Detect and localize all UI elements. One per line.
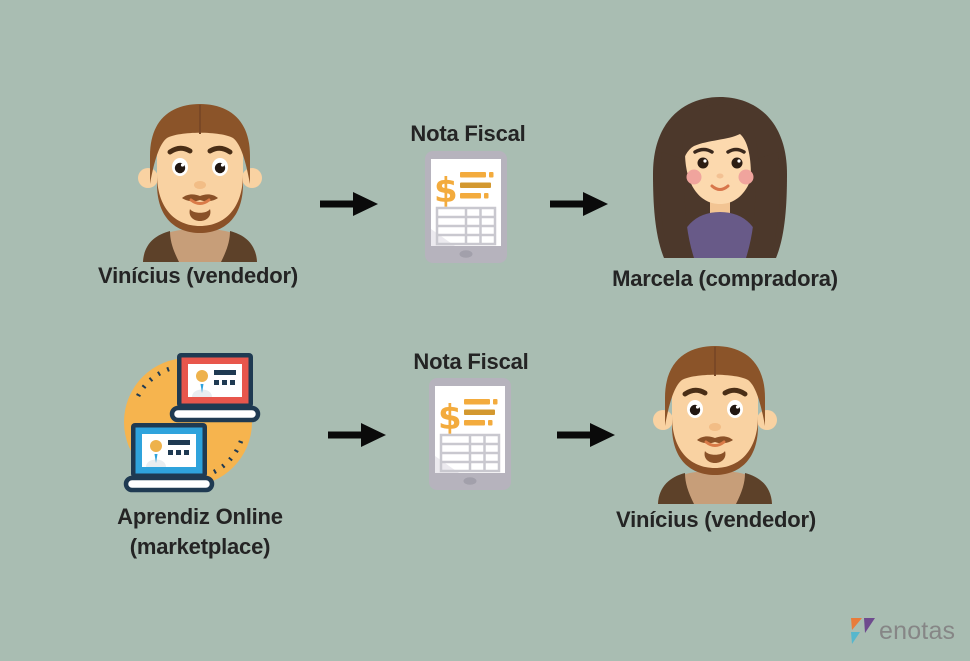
arrow-right-icon (550, 192, 608, 216)
arrow-right-icon (328, 423, 386, 447)
svg-text:$: $ (438, 398, 462, 438)
seller-label: Vinícius (vendedor) (616, 507, 816, 532)
seller-label: Vinícius (vendedor) (98, 263, 298, 288)
enotas-logo-text: enotas (879, 617, 956, 645)
marketplace-label: Aprendiz Online (marketplace) (58, 502, 342, 562)
invoice-title: Nota Fiscal (413, 349, 529, 374)
enotas-logo-icon (851, 617, 875, 644)
buyer-label: Marcela (compradora) (612, 266, 838, 291)
man-avatar-icon (138, 104, 262, 262)
enotas-logo: enotas (851, 617, 955, 645)
invoice-tablet-icon: $ (429, 378, 511, 490)
invoice-tablet-icon: $ (425, 151, 507, 263)
arrow-right-icon (320, 192, 378, 216)
marketplace-label-line1: Aprendiz Online (117, 504, 283, 529)
man-avatar-icon (653, 346, 777, 504)
arrow-right-icon (557, 423, 615, 447)
marketplace-label-line2: (marketplace) (129, 534, 271, 559)
invoice-title: Nota Fiscal (410, 121, 526, 146)
woman-avatar-icon (653, 97, 787, 258)
marketplace-laptops-icon (123, 353, 261, 493)
svg-text:$: $ (434, 171, 458, 211)
